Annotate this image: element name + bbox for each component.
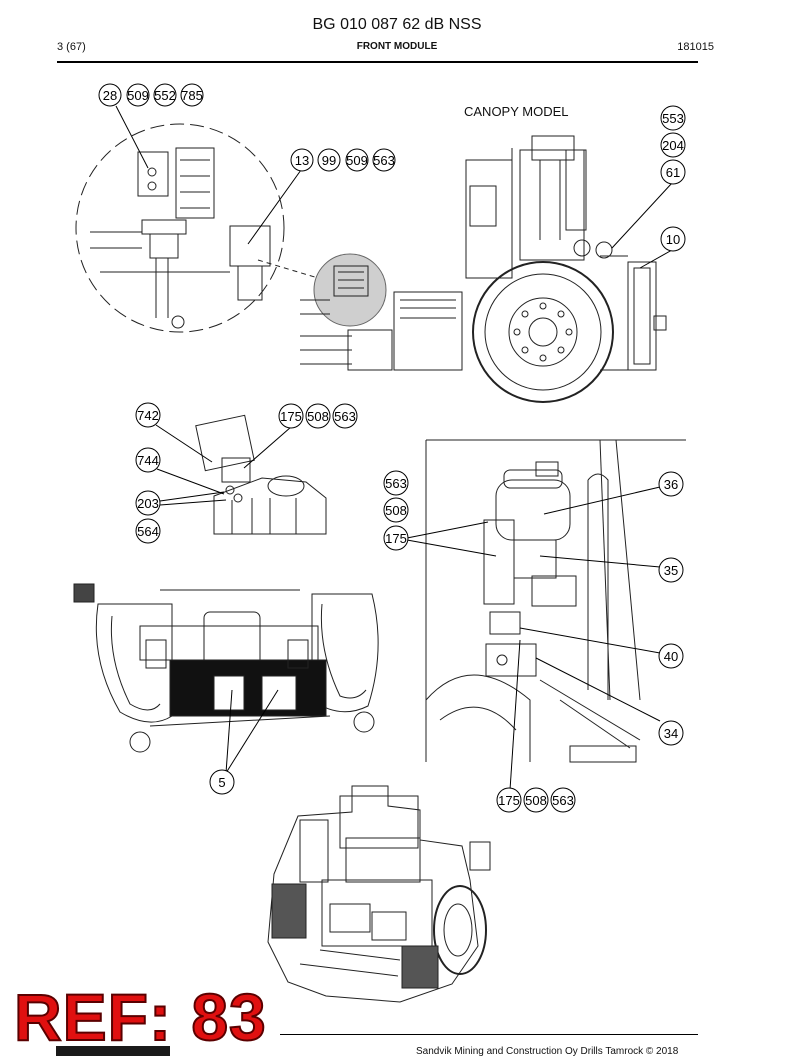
- bracket-detail: [195, 414, 327, 535]
- document-title: BG 010 087 62 dB NSS: [312, 16, 482, 33]
- callout-35: 35: [658, 557, 684, 583]
- callout-40: 40: [658, 643, 684, 669]
- svg-text:785: 785: [181, 88, 203, 103]
- svg-text:61: 61: [666, 165, 680, 180]
- svg-text:10: 10: [666, 232, 680, 247]
- svg-text:563: 563: [552, 793, 574, 808]
- header-rule: [57, 61, 698, 63]
- callout-509: 509: [345, 148, 369, 172]
- callout-508: 508: [523, 787, 549, 813]
- callout-36: 36: [658, 471, 684, 497]
- svg-text:175: 175: [280, 409, 302, 424]
- callout-28: 28: [98, 83, 122, 107]
- callout-563: 563: [550, 787, 576, 813]
- brand-logo: [56, 1046, 170, 1056]
- callout-552: 552: [153, 83, 177, 107]
- svg-text:13: 13: [295, 153, 309, 168]
- svg-text:563: 563: [385, 476, 407, 491]
- callout-785: 785: [180, 83, 204, 107]
- svg-text:203: 203: [137, 496, 159, 511]
- svg-text:552: 552: [154, 88, 176, 103]
- callout-10: 10: [660, 226, 686, 252]
- svg-text:35: 35: [664, 563, 678, 578]
- svg-text:563: 563: [334, 409, 356, 424]
- svg-text:742: 742: [137, 408, 159, 423]
- leader-lines: [115, 105, 673, 791]
- callout-175: 175: [278, 403, 304, 429]
- callout-175: 175: [496, 787, 522, 813]
- callout-34: 34: [658, 720, 684, 746]
- svg-text:34: 34: [664, 726, 678, 741]
- isometric-machine: [267, 785, 491, 1003]
- callout-99: 99: [317, 148, 341, 172]
- page-number: 3 (67): [57, 41, 86, 53]
- svg-text:508: 508: [385, 503, 407, 518]
- canopy-model-label: CANOPY MODEL: [464, 104, 569, 119]
- svg-text:99: 99: [322, 153, 336, 168]
- detail-highlight: [313, 253, 387, 327]
- callout-203: 203: [135, 490, 161, 516]
- callout-175: 175: [383, 525, 409, 551]
- svg-text:509: 509: [127, 88, 149, 103]
- callout-564: 564: [135, 518, 161, 544]
- callout-553: 553: [660, 105, 686, 131]
- document-code: 181015: [677, 41, 714, 53]
- callout-508: 508: [383, 497, 409, 523]
- callout-508: 508: [305, 403, 331, 429]
- svg-text:563: 563: [373, 153, 395, 168]
- front-module-side-view: [300, 135, 667, 403]
- wheel-rim: [508, 297, 578, 367]
- detail-circle: [75, 123, 285, 333]
- svg-text:204: 204: [662, 138, 684, 153]
- detail-valve-block: [90, 147, 271, 329]
- callout-563: 563: [383, 470, 409, 496]
- svg-text:508: 508: [307, 409, 329, 424]
- ref-watermark: REF: 83: [13, 980, 267, 1054]
- svg-text:36: 36: [664, 477, 678, 492]
- callout-balloons: 28 509 552 785 13 99 509 563 553 204 61 …: [98, 83, 686, 813]
- svg-text:744: 744: [137, 453, 159, 468]
- callout-5: 5: [209, 769, 235, 795]
- svg-text:508: 508: [525, 793, 547, 808]
- callout-204: 204: [660, 132, 686, 158]
- underside-wheel-view: [73, 583, 379, 753]
- svg-text:175: 175: [385, 531, 407, 546]
- callout-509: 509: [126, 83, 150, 107]
- callout-742: 742: [135, 402, 161, 428]
- svg-text:28: 28: [103, 88, 117, 103]
- svg-text:564: 564: [137, 524, 159, 539]
- svg-text:509: 509: [346, 153, 368, 168]
- tank-valve-detail: [425, 439, 686, 763]
- callout-13: 13: [290, 148, 314, 172]
- callout-563: 563: [372, 148, 396, 172]
- footer-copyright: Sandvik Mining and Construction Oy Drill…: [416, 1046, 679, 1057]
- callout-744: 744: [135, 447, 161, 473]
- wheel-tire: [472, 261, 614, 403]
- svg-text:5: 5: [218, 775, 225, 790]
- footer-rule: [280, 1034, 698, 1035]
- callout-61: 61: [660, 159, 686, 185]
- callout-563: 563: [332, 403, 358, 429]
- svg-text:40: 40: [664, 649, 678, 664]
- section-title: FRONT MODULE: [356, 41, 438, 52]
- svg-text:175: 175: [498, 793, 520, 808]
- svg-text:553: 553: [662, 111, 684, 126]
